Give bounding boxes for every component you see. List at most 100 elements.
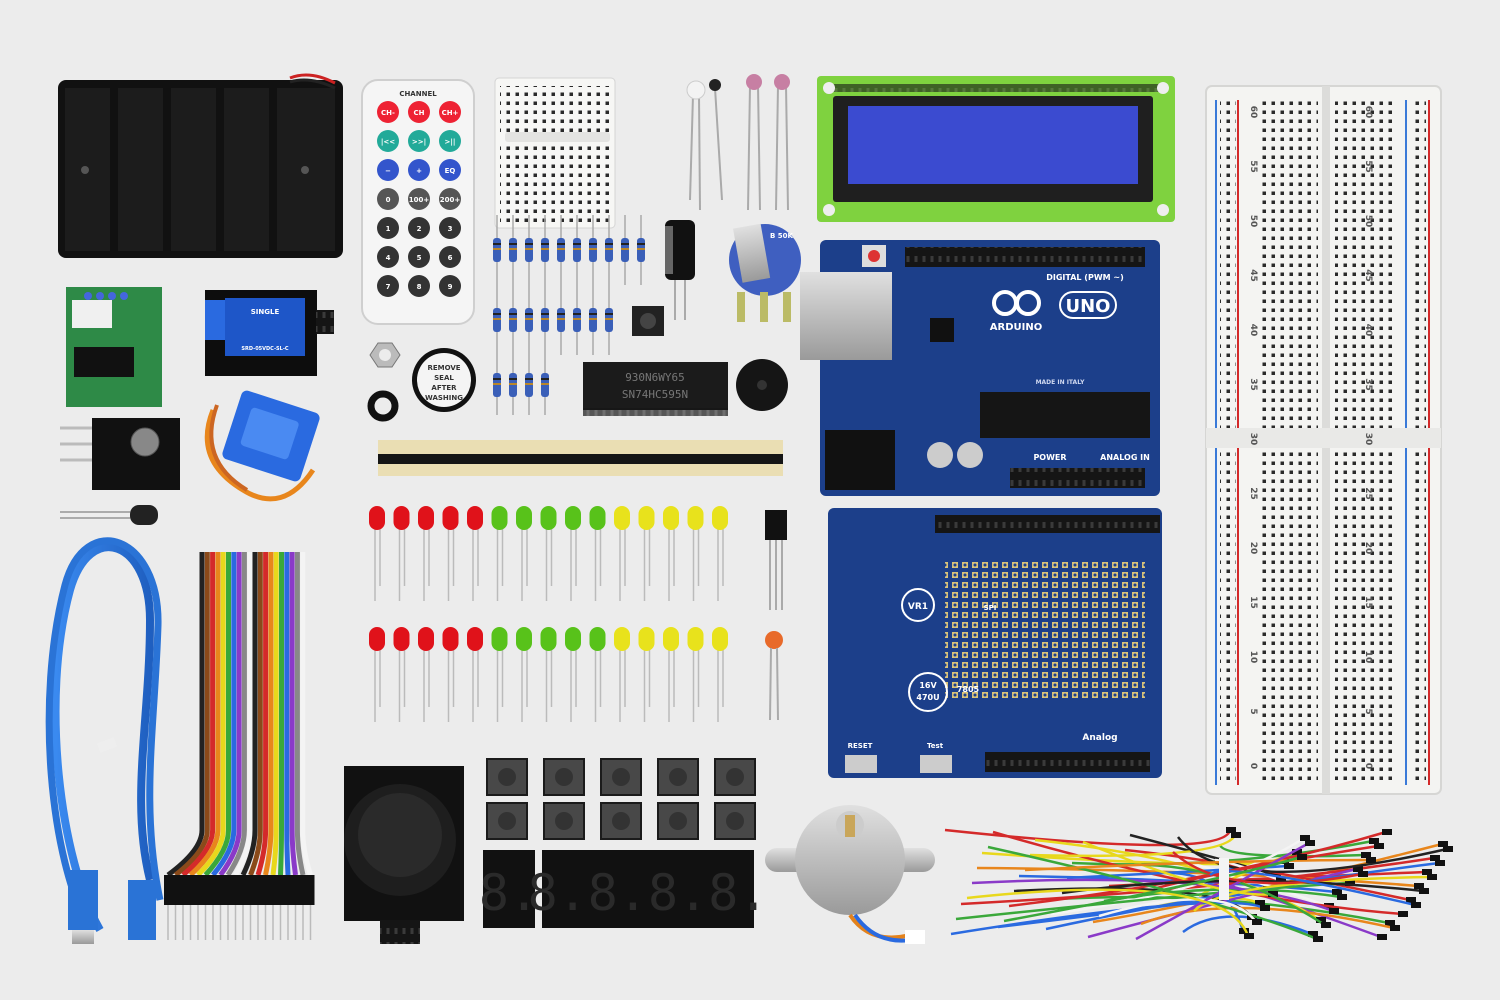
seven-seg-4-text: 8.8.8.8. xyxy=(528,864,769,922)
joystick-module xyxy=(344,766,464,944)
relay-brand: SINGLE xyxy=(251,308,280,316)
shield-analog-label: Analog xyxy=(1082,733,1117,743)
remote-button: >>| xyxy=(408,130,430,152)
mini-breadboard xyxy=(494,77,616,229)
arduino-infinity-logo xyxy=(992,290,1041,316)
stepper-motor xyxy=(765,805,935,944)
jumper-wire xyxy=(1172,851,1368,885)
breadboard-number: 15 xyxy=(1363,596,1373,609)
shield-vr-label: VR1 xyxy=(908,602,928,612)
tactile-button xyxy=(657,758,699,796)
usb-cable xyxy=(45,537,164,944)
tactile-button xyxy=(486,758,528,796)
jumper-wire xyxy=(944,827,1236,847)
led xyxy=(589,627,606,722)
relay-module: SINGLE SRD-05VDC-SL-C xyxy=(205,290,334,376)
ic-marking-2: SN74HC595N xyxy=(622,388,688,401)
rotary-module xyxy=(60,418,180,490)
breadboard-number: 55 xyxy=(1363,160,1373,173)
resistor xyxy=(525,285,533,355)
breadboard-number: 40 xyxy=(1363,324,1373,337)
led xyxy=(491,627,508,722)
breadboard-number: 10 xyxy=(1363,651,1373,664)
dupont-wire xyxy=(201,552,231,940)
buzzer-sticker-1: REMOVE xyxy=(427,364,460,372)
dupont-wire xyxy=(179,552,216,940)
breadboard-number: 0 xyxy=(1363,763,1373,769)
resistor xyxy=(541,355,549,415)
resistor xyxy=(509,215,517,285)
remote-button-label: 5 xyxy=(417,254,422,262)
breadboard-number: 25 xyxy=(1363,487,1373,500)
resistor xyxy=(509,285,517,355)
jumper-wire xyxy=(1140,906,1400,931)
buzzer-sticker-3: AFTER xyxy=(431,384,457,392)
remote-button-label: CH- xyxy=(381,109,395,117)
breadboard-number: 15 xyxy=(1248,596,1258,609)
dupont-wire xyxy=(289,552,300,940)
jumper-wire xyxy=(1182,915,1318,937)
tactile-button xyxy=(543,758,585,796)
breadboard-number: 5 xyxy=(1363,708,1373,714)
led xyxy=(442,506,459,601)
resistor xyxy=(525,215,533,285)
remote-button-label: 8 xyxy=(417,283,422,291)
remote-button-label: + xyxy=(416,167,422,175)
jumper-wire xyxy=(966,888,1254,939)
shield-test-label: Test xyxy=(927,742,944,750)
arduino-logo-text: ARDUINO xyxy=(990,322,1042,333)
breadboard-number: 60 xyxy=(1363,106,1373,119)
remote-button: 1 xyxy=(377,217,399,239)
remote-button-label: 100+ xyxy=(409,196,430,204)
remote-button-label: − xyxy=(385,167,391,175)
remote-button: 3 xyxy=(439,217,461,239)
jumper-wire xyxy=(1218,844,1371,858)
dupont-wire xyxy=(231,552,253,940)
dupont-wire xyxy=(254,552,269,940)
led xyxy=(393,627,410,722)
breadboard-number: 40 xyxy=(1248,324,1258,337)
shield-spi-label: SPI xyxy=(984,604,997,612)
dupont-wire xyxy=(224,552,247,940)
ir-receiver xyxy=(60,505,158,525)
led xyxy=(442,627,459,722)
dupont-wire xyxy=(284,552,292,940)
jumper-wire xyxy=(1098,898,1262,925)
tactile-button xyxy=(714,758,756,796)
resistors xyxy=(493,215,645,415)
remote-button-label: 3 xyxy=(448,225,453,233)
remote-button-label: 4 xyxy=(386,254,391,262)
shield-cap2-label: 470U xyxy=(916,693,939,702)
remote-button: 200+ xyxy=(439,188,461,210)
small-push-button xyxy=(632,306,664,336)
led xyxy=(516,506,532,601)
dupont-wire xyxy=(276,552,285,940)
arduino-digital-label: DIGITAL (PWM ~) xyxy=(1046,273,1124,282)
passive-buzzer xyxy=(736,359,788,411)
remote-button: EQ xyxy=(439,159,461,181)
stepper-driver-board xyxy=(66,287,162,407)
resistor xyxy=(573,285,581,355)
led xyxy=(418,627,434,722)
remote-button: CH- xyxy=(377,101,399,123)
shield-reset-label: RESET xyxy=(848,742,873,750)
resistor xyxy=(637,215,645,285)
jumper-wire xyxy=(1176,836,1453,874)
dupont-wire xyxy=(294,552,307,940)
led xyxy=(418,506,434,601)
resistor xyxy=(573,215,581,285)
jumper-wire xyxy=(1214,858,1286,883)
remote-header: CHANNEL xyxy=(399,90,437,98)
resistor xyxy=(509,355,517,415)
led xyxy=(712,506,728,601)
remote-button: − xyxy=(377,159,399,181)
led xyxy=(614,627,630,722)
seven-seg-quad: 8.8.8.8. xyxy=(528,850,769,928)
breadboard-number: 55 xyxy=(1248,160,1258,173)
led xyxy=(467,627,483,722)
prototype-shield: VR1 16V 470U 7805 SPI RESET Test Analog xyxy=(828,508,1162,778)
dupont-wire xyxy=(269,552,279,940)
resistor xyxy=(621,215,629,285)
